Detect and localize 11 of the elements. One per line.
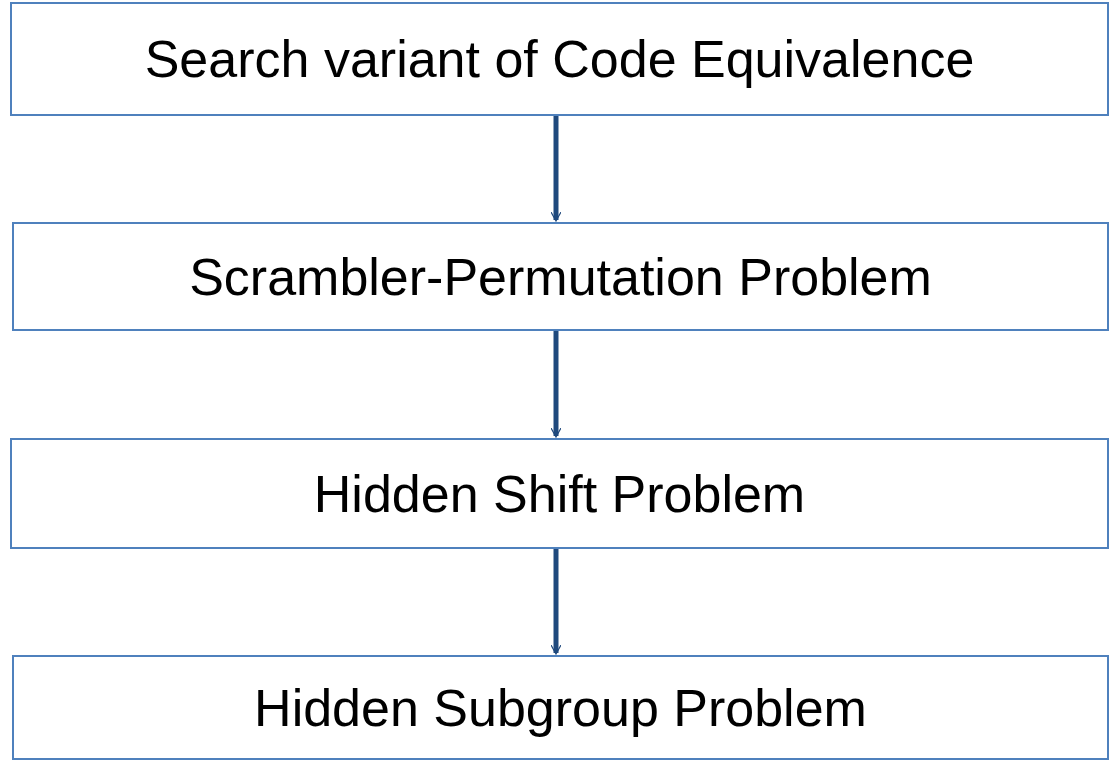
process-box: [12, 655, 1109, 760]
process-box: [12, 222, 1109, 331]
arrow: [550, 116, 562, 222]
process-box: [10, 438, 1109, 549]
box-label: Hidden Subgroup Problem: [254, 677, 867, 738]
process-box: [10, 2, 1109, 116]
arrow: [550, 331, 562, 438]
box-label: Hidden Shift Problem: [313, 463, 806, 524]
arrow: [550, 549, 562, 655]
box-label: Scrambler-Permutation Problem: [189, 246, 932, 307]
box-label: Search variant of Code Equivalence: [144, 29, 975, 89]
